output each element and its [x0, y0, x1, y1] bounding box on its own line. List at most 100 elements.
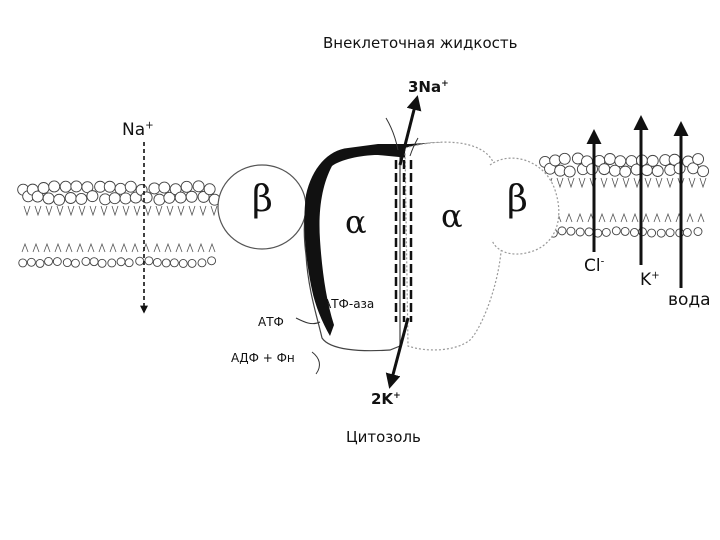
lipid-head — [611, 226, 621, 236]
lipid-head — [124, 258, 134, 268]
lipid-head — [558, 152, 571, 165]
beta-right-symbol: β — [507, 179, 528, 220]
lipid-head — [197, 258, 207, 268]
lipid-tail — [208, 242, 216, 253]
lipid-head — [692, 153, 705, 165]
lipid-head — [646, 154, 659, 167]
lipid-tail — [87, 242, 95, 253]
lipid-tail — [78, 205, 86, 217]
lipid-head — [148, 182, 161, 195]
channel-loop-top — [385, 117, 399, 151]
lipid-head — [563, 165, 576, 178]
cl-label: Cl- — [584, 256, 605, 276]
lipid-tail — [111, 205, 119, 217]
lipid-head — [598, 163, 611, 176]
lipid-tail — [67, 205, 75, 217]
lipid-tail — [631, 212, 639, 223]
lipid-head — [81, 181, 94, 194]
lipid-tail — [164, 242, 172, 253]
lipid-head — [135, 256, 145, 266]
lipid-tail — [598, 212, 606, 223]
lipid-tail — [76, 242, 84, 253]
lipid-tail — [666, 177, 674, 189]
lipid-tail — [155, 205, 163, 217]
lipid-head — [53, 193, 66, 206]
lipid-head — [70, 258, 80, 268]
lipid-tail — [23, 205, 31, 217]
lipid-head — [651, 165, 664, 177]
lipid-head — [158, 181, 171, 194]
lipid-tail — [600, 177, 608, 189]
lipid-head — [656, 228, 666, 238]
lipid-head — [70, 180, 83, 193]
lipid-head — [26, 257, 36, 267]
lipid-tail — [144, 205, 152, 217]
lipid-tail — [565, 212, 573, 223]
lipid-tail — [556, 177, 564, 189]
lipid-tail — [567, 177, 575, 189]
lipid-head — [35, 258, 45, 268]
na-efflux-arrow — [398, 95, 422, 166]
lipid-tail — [622, 177, 630, 189]
lipid-tail — [32, 242, 40, 253]
lipid-head — [119, 192, 132, 205]
lipid-head — [629, 228, 639, 237]
lipid-head — [603, 153, 616, 165]
k-influx-arrow — [385, 317, 410, 389]
lipid-tail — [642, 212, 650, 223]
lipid-head — [52, 257, 62, 266]
lipid-head — [124, 180, 137, 193]
lipid-head — [62, 258, 72, 268]
lipid-tail — [197, 242, 205, 253]
lipid-head — [97, 258, 107, 268]
lipid-tail — [188, 205, 196, 217]
lipid-tail — [611, 177, 619, 189]
lipid-head — [584, 227, 594, 237]
lipid-tail — [34, 205, 42, 217]
alpha-subunit-right — [404, 141, 504, 351]
k-influx-label: 2K+ — [371, 390, 401, 408]
extracellular-label: Внеклеточная жидкость — [323, 34, 518, 52]
lipid-tail — [175, 242, 183, 253]
lipid-tail — [697, 212, 705, 223]
lipid-head — [144, 256, 154, 266]
adp-line — [311, 351, 320, 375]
lipid-head — [185, 190, 198, 203]
lipid-head — [103, 180, 116, 193]
lipid-head — [116, 257, 126, 267]
lipid-head — [152, 257, 162, 267]
lipid-head — [59, 180, 72, 193]
lipid-bilayer-right — [539, 152, 710, 238]
lipid-head — [187, 258, 197, 268]
lipid-tail — [210, 205, 218, 217]
lipid-head — [665, 228, 675, 238]
atp-line — [295, 317, 321, 325]
lipid-tail — [620, 212, 628, 223]
lipid-head — [174, 191, 187, 204]
lipid-head — [192, 180, 205, 193]
lipid-head — [86, 190, 99, 203]
lipid-head — [693, 227, 703, 236]
lipid-tail — [655, 177, 663, 189]
lipid-tail — [131, 242, 139, 253]
lipid-head — [647, 228, 657, 238]
lipid-tail — [578, 177, 586, 189]
lipid-tail — [89, 205, 97, 217]
k-channel-label: K+ — [640, 270, 660, 290]
lipid-head — [697, 165, 710, 178]
lipid-tail — [576, 212, 584, 223]
lipid-tail — [699, 177, 707, 189]
lipid-tail — [43, 242, 51, 253]
adp-pi-label: АДФ + Фн — [231, 351, 295, 365]
lipid-tail — [186, 242, 194, 253]
lipid-tail — [133, 205, 141, 217]
lipid-tail — [54, 242, 62, 253]
alpha-right-symbol: α — [441, 197, 463, 235]
lipid-head — [81, 256, 91, 266]
lipid-tail — [45, 205, 53, 217]
lipid-tail — [122, 205, 130, 217]
lipid-tail — [109, 242, 117, 253]
lipid-head — [619, 165, 632, 178]
lipid-head — [107, 258, 117, 268]
